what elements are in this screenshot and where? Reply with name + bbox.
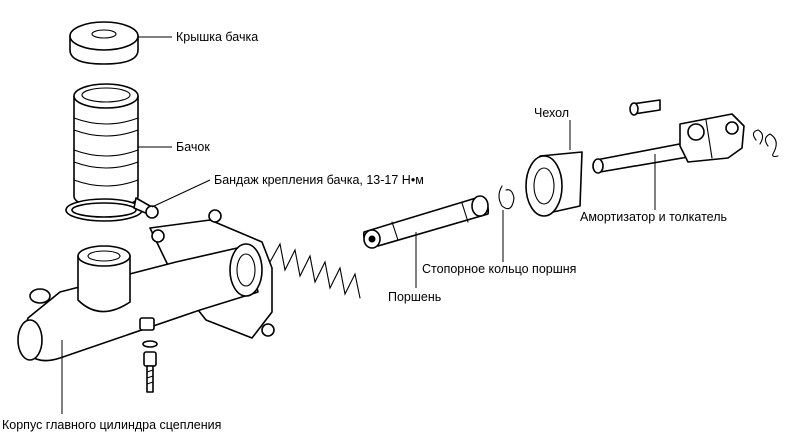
- label-damper-pushrod: Амортизатор и толкатель: [580, 210, 727, 224]
- retaining-ring-part: [498, 185, 515, 210]
- clip-part: [752, 129, 779, 158]
- boot-part: [525, 151, 583, 217]
- label-piston-retaining-ring: Стопорное кольцо поршня: [422, 262, 577, 276]
- reservoir-band-part: [65, 197, 159, 222]
- reservoir-cap-part: [69, 21, 139, 65]
- reservoir-part: [73, 83, 139, 207]
- label-piston: Поршень: [388, 290, 442, 304]
- return-spring-part: [269, 242, 361, 299]
- bolt-part: [142, 340, 158, 393]
- label-reservoir-cap: Крышка бачка: [176, 30, 259, 44]
- leader-lines: [61, 36, 656, 414]
- master-cylinder-body-part: [17, 209, 275, 362]
- label-reservoir-band: Бандаж крепления бачка, 13-17 Н•м: [214, 173, 424, 187]
- damper-pushrod-part: [592, 113, 745, 174]
- label-reservoir: Бачок: [176, 140, 210, 154]
- label-master-cylinder-body: Корпус главного цилиндра сцепления: [2, 418, 222, 432]
- label-boot: Чехол: [534, 106, 570, 120]
- pushrod-pin-part: [629, 99, 661, 116]
- piston-part: [362, 195, 490, 249]
